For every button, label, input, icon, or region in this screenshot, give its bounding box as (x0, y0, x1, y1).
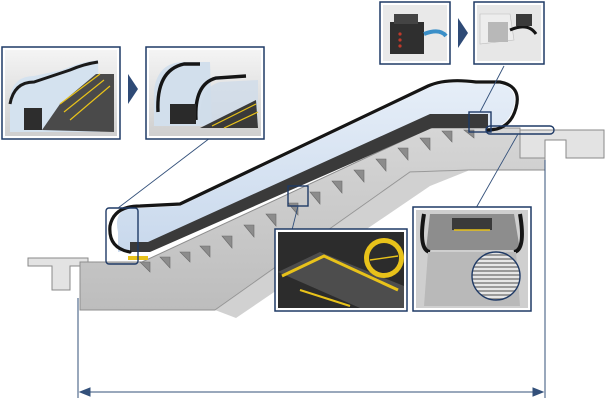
arrow-right-icon (458, 18, 468, 48)
inner-deck (130, 114, 488, 252)
dimension-arrow-right (532, 387, 545, 397)
dimension-line (77, 160, 546, 398)
leader-line (291, 205, 299, 231)
photo-controller (473, 1, 545, 65)
comb-plate-magnifier (471, 251, 521, 301)
photo-landing-comb-plate (412, 206, 532, 312)
photo-escalator-overview (1, 46, 121, 140)
leader-line (475, 133, 519, 209)
handrail (108, 79, 519, 254)
arrow-right-icon (128, 74, 138, 104)
dimension-arrow-left (78, 387, 91, 397)
callout-comb-plate (485, 125, 555, 135)
callout-newel-lower (105, 207, 139, 265)
leader-line (479, 65, 505, 113)
leader-lines (117, 65, 519, 231)
photo-step-demarcation (274, 228, 408, 312)
photo-handrail-newel (145, 46, 265, 140)
leader-line (117, 137, 211, 209)
photo-drive-unit (379, 1, 451, 65)
escalator-steps (139, 129, 475, 273)
lower-floor (27, 257, 89, 291)
